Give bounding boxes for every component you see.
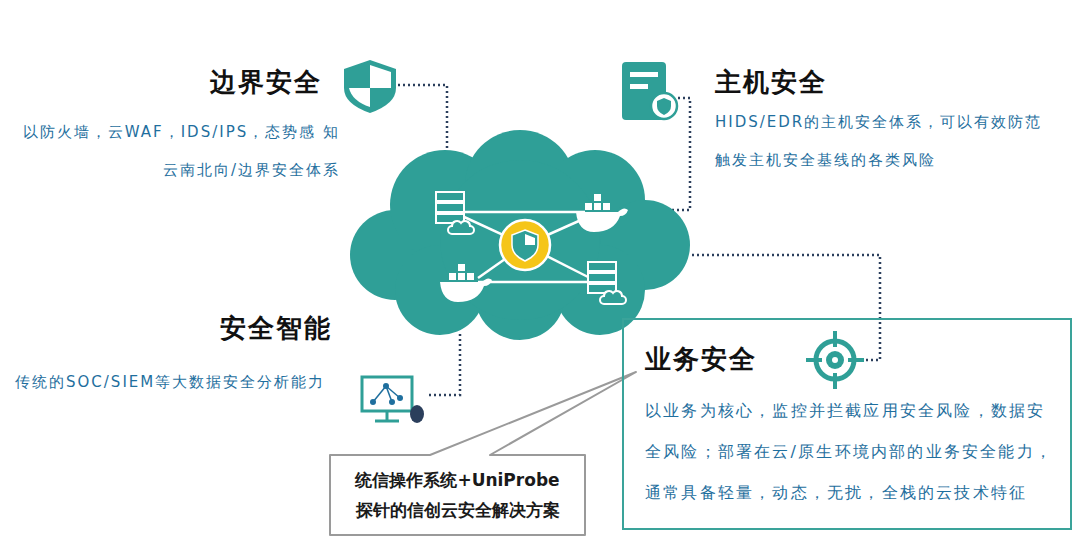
dotted-leader xyxy=(398,85,880,395)
container-whale-icon xyxy=(467,273,474,280)
container-whale-icon xyxy=(585,203,592,210)
server-icon xyxy=(436,203,464,212)
computer-icon xyxy=(362,377,412,411)
cloud-links xyxy=(462,211,585,214)
computer-icon xyxy=(386,411,389,420)
business-security-box: 业务安全以业务为核心，监控并拦截应用安全风险，数据安 全风险；部署在云/原生环境… xyxy=(622,318,1072,530)
computer-icon xyxy=(362,377,424,423)
container-whale-icon xyxy=(576,208,628,232)
shield-icon xyxy=(349,88,370,107)
callout-bubble xyxy=(330,372,636,535)
security-hub-icon xyxy=(525,234,535,245)
container-whale-icon xyxy=(576,194,628,232)
security-hub-icon xyxy=(512,230,538,261)
computer-icon xyxy=(383,383,389,389)
dotted-leader xyxy=(428,334,460,395)
computer-icon xyxy=(397,395,403,401)
computer-icon xyxy=(373,386,386,402)
section-description: HIDS/EDR的主机安全体系，可以有效防范 触发主机安全基线的各类风险 xyxy=(715,103,1060,179)
target-icon xyxy=(806,331,864,389)
server-icon xyxy=(436,192,464,201)
cloud-links xyxy=(462,212,590,282)
shield-icon xyxy=(344,60,396,113)
host-icon xyxy=(622,62,677,120)
security-hub-icon xyxy=(500,220,550,270)
container-whale-icon xyxy=(594,194,601,201)
target-icon xyxy=(806,358,822,362)
cloud-shape xyxy=(440,160,600,320)
server-icon xyxy=(448,221,474,234)
host-icon xyxy=(630,84,648,89)
shield-icon xyxy=(344,60,396,113)
server-icon xyxy=(588,262,616,271)
container-whale-icon xyxy=(458,264,465,271)
callout-bubble: 统信操作系统+UniProbe 探针的信创云安全解决方案 xyxy=(330,455,585,535)
callout-bubble xyxy=(330,372,636,535)
host-icon xyxy=(630,72,658,77)
computer-icon xyxy=(389,399,395,405)
server-icon xyxy=(600,291,626,304)
callout-text: 统信操作系统+UniProbe 探针的信创云安全解决方案 xyxy=(351,465,564,525)
target-icon xyxy=(833,331,837,347)
cloud-shape xyxy=(350,130,690,340)
section-description: 以防火墙，云WAF，IDS/IPS，态势感 知云南北向/边界安全体系 xyxy=(22,113,340,189)
target-icon xyxy=(806,331,864,389)
target-icon xyxy=(848,358,864,362)
box-heading: 业务安全 xyxy=(645,342,1065,376)
container-whale-icon xyxy=(458,273,465,280)
computer-icon xyxy=(370,399,376,405)
box-description: 以业务为核心，监控并拦截应用安全风险，数据安 全风险；部署在云/原生环境内部的业… xyxy=(645,390,1060,513)
container-whale-icon xyxy=(440,278,492,302)
cloud-links xyxy=(478,281,590,284)
target-icon xyxy=(833,373,837,389)
section-description: 传统的SOC/SIEM等大数据安全分析能力 xyxy=(15,363,325,401)
container-whale-icon xyxy=(449,273,456,280)
computer-icon xyxy=(375,420,399,423)
section-heading: 安全智能 xyxy=(220,308,332,348)
container-whale-icon xyxy=(603,203,610,210)
shield-icon xyxy=(370,65,391,88)
computer-icon xyxy=(410,405,424,423)
section-heading: 主机安全 xyxy=(715,62,827,102)
server-icon xyxy=(588,262,626,304)
container-whale-icon xyxy=(594,203,601,210)
container-whale-icon xyxy=(440,264,492,302)
security-hub-icon xyxy=(500,220,550,270)
target-icon xyxy=(832,357,838,363)
dotted-leader xyxy=(398,85,447,152)
section-heading: 边界安全 xyxy=(210,62,322,102)
target-icon xyxy=(826,351,844,369)
host-icon xyxy=(651,93,677,119)
host-icon xyxy=(657,98,671,115)
server-icon xyxy=(588,273,616,282)
computer-icon xyxy=(370,383,403,405)
server-icon xyxy=(436,192,474,234)
